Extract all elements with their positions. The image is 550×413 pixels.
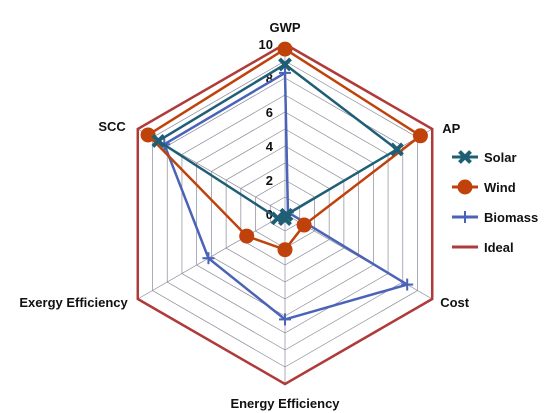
legend-label: Biomass — [484, 210, 538, 225]
data-point — [389, 142, 404, 157]
data-point — [459, 211, 471, 223]
series-line — [136, 42, 434, 386]
data-series — [136, 41, 434, 386]
data-point — [278, 57, 292, 72]
data-point — [457, 179, 473, 195]
legend-label: Ideal — [484, 240, 514, 255]
tick-label: 8 — [266, 71, 273, 86]
tick-label: 2 — [266, 173, 273, 188]
data-point — [277, 41, 293, 57]
axis-label: Energy Efficiency — [230, 396, 340, 411]
series-solar — [151, 57, 404, 227]
radial-tick-labels: 0 2 4 6 8 10 — [259, 37, 274, 222]
axis-label: AP — [442, 121, 460, 136]
data-point-stroke — [151, 133, 166, 148]
legend-marker — [457, 179, 473, 195]
legend-item-ideal: Ideal — [452, 240, 514, 255]
data-point — [296, 217, 312, 233]
tick-label: 10 — [259, 37, 273, 52]
legend-marker — [458, 150, 472, 164]
tick-label: 0 — [266, 207, 273, 222]
legend-label: Solar — [484, 150, 517, 165]
legend-item-wind: Wind — [452, 179, 516, 195]
legend-label: Wind — [484, 180, 516, 195]
data-point — [279, 66, 291, 79]
data-point — [270, 211, 285, 226]
data-point — [458, 150, 472, 164]
data-point — [401, 278, 414, 291]
legend-item-solar: Solar — [452, 150, 517, 165]
axis-label: SCC — [98, 119, 126, 134]
series-ideal — [136, 42, 434, 386]
data-point-stroke — [389, 142, 404, 157]
data-point-stroke — [278, 57, 292, 72]
data-point-stroke — [458, 150, 472, 164]
axis-label: Exergy Efficiency — [19, 295, 128, 310]
spoke-line — [137, 213, 286, 300]
axis-label: GWP — [269, 20, 300, 35]
tick-label: 4 — [266, 139, 274, 154]
legend-marker — [459, 211, 471, 223]
data-point — [140, 127, 156, 143]
series-wind — [140, 41, 428, 258]
axis-label: Cost — [440, 295, 470, 310]
data-point — [151, 133, 166, 148]
data-point — [239, 228, 255, 244]
legend-item-biomass: Biomass — [452, 210, 538, 225]
data-point — [277, 242, 293, 258]
data-point — [412, 128, 428, 144]
tick-label: 6 — [266, 105, 273, 120]
data-point-stroke — [270, 211, 285, 226]
data-point — [279, 313, 291, 326]
data-point — [202, 252, 215, 265]
